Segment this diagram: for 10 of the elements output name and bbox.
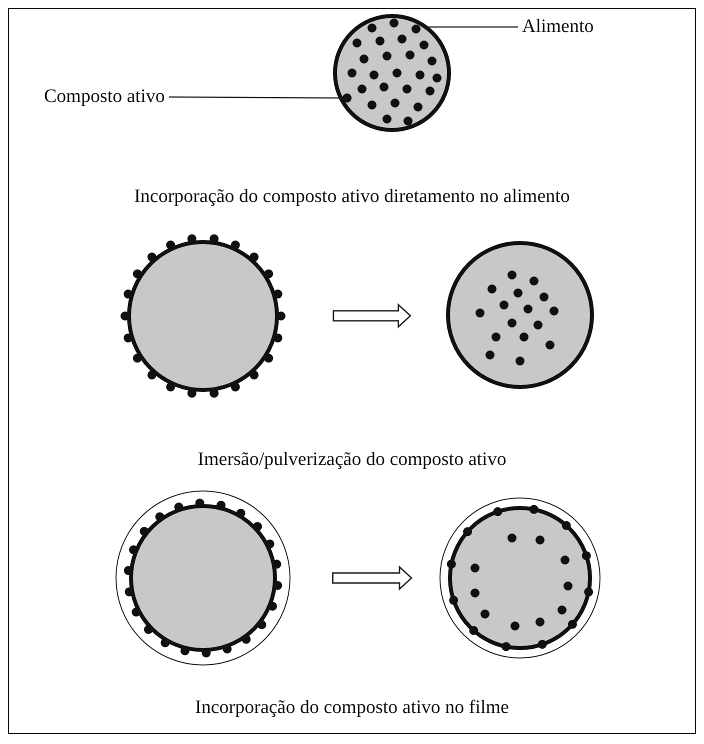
hollow-arrow — [332, 303, 412, 328]
part-label: Composto ativo — [44, 86, 165, 108]
caption: Imersão/pulverização do composto ativo — [198, 449, 506, 470]
caption: Incorporação do composto ativo no filme — [195, 697, 509, 718]
caption: Incorporação do composto ativo diretamento no alimento — [134, 186, 570, 207]
compound-dot — [342, 94, 352, 102]
part-label: Alimento — [522, 16, 594, 38]
coated-food-drawing — [121, 234, 285, 398]
leader-line — [426, 26, 518, 28]
hollow-arrow — [332, 565, 413, 591]
